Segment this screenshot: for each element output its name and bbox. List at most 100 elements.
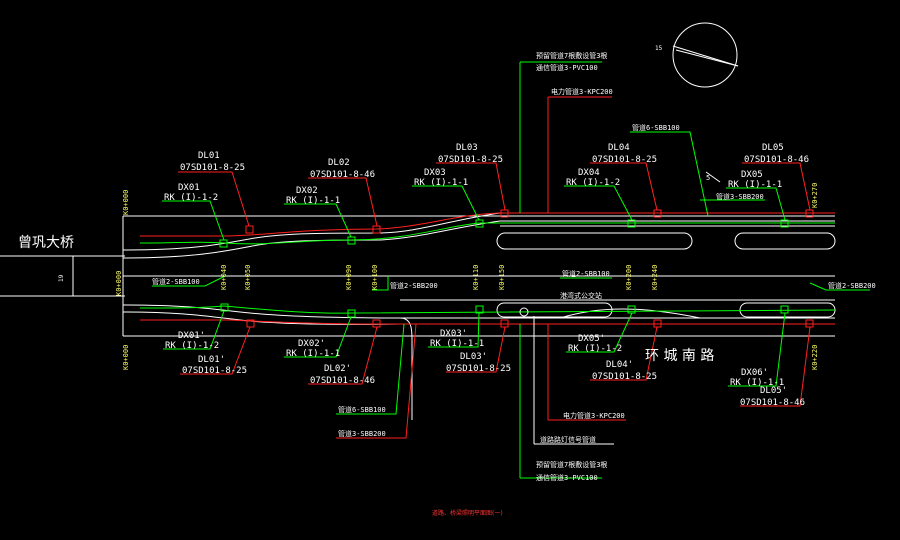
leader-dl02p [308, 326, 378, 385]
lamp-dx01p[interactable] [220, 303, 229, 312]
leader-dx01 [162, 200, 225, 241]
station-mid-9: K0+240 [651, 265, 659, 290]
bus-stop-label: 港湾式公交站 [560, 291, 602, 300]
leader-dx02 [284, 203, 352, 238]
label-dl02p-spec: 07SD101-8-46 [310, 376, 375, 386]
leader-dx05p [566, 312, 633, 353]
label-dl01p-spec: 07SD101-8-25 [182, 366, 247, 376]
sbb100-bottom: 管道6-SBB100 [338, 405, 386, 414]
label-dx03-name: DX03 [424, 168, 446, 178]
pipe-bot-a: 预留管道7根敷设管3根 [536, 460, 607, 469]
leader-dl01 [178, 171, 250, 227]
sbb200-right: 管道2-SBB200 [828, 281, 876, 290]
pipe-top-b: 通信管道3-PVC100 [536, 63, 598, 72]
median-island-1 [496, 232, 693, 250]
lamp-dx02p[interactable] [347, 309, 356, 318]
pipe-lower [139, 305, 836, 314]
label-dx02-name: DX02 [296, 186, 318, 196]
label-dx05-name: DX05 [741, 170, 763, 180]
label-dl05-name: DL05 [762, 143, 784, 153]
arrow-label: 5 [706, 174, 710, 182]
leader-dx05 [726, 187, 786, 221]
label-dl02-name: DL02 [328, 158, 350, 168]
lamp-dx02[interactable] [347, 236, 356, 245]
lamp-dl04p[interactable] [653, 319, 662, 328]
signal-pole[interactable] [519, 307, 529, 317]
sbb200-bottom: 管道3-SBB200 [338, 429, 386, 438]
compass-needle-2 [675, 49, 739, 67]
leader-dl03 [436, 162, 506, 211]
label-dl03-spec: 07SD101-8-25 [438, 155, 503, 165]
drawing-title: 道路、桥梁照明平面图(一) [432, 509, 503, 517]
north-compass [672, 22, 738, 88]
leader-dl03p [446, 326, 506, 373]
label-dl01-spec: 07SD101-8-25 [180, 163, 245, 173]
label-dl04p-name: DL04' [606, 360, 633, 370]
label-dl05p-spec: 07SD101-8-46 [740, 398, 805, 408]
station-mid-1: K0+000 [115, 271, 123, 296]
lighting-cable-lines [140, 212, 835, 325]
lamp-dx03[interactable] [475, 219, 484, 228]
leader-sbb200-right [809, 282, 870, 291]
leader-sbb100-left [152, 275, 226, 287]
cable-upper-a [140, 212, 506, 237]
pipe-top-a: 预留管道7根敷设管3根 [536, 51, 607, 60]
label-dx02p-spec: RK (I)-1-1 [286, 349, 340, 359]
leader-sbb200-bottom [336, 323, 417, 439]
leader-lines [152, 61, 870, 479]
station-top-end: K0+270 [811, 183, 819, 208]
median-island-2 [734, 232, 836, 250]
label-dl03-name: DL03 [456, 143, 478, 153]
bus-stop-island [496, 302, 613, 318]
label-dx01p-spec: RK (I)-1-2 [165, 341, 219, 351]
lane-width-label: 19 [58, 274, 65, 282]
leader-dl05 [742, 162, 811, 211]
label-dl04-spec: 07SD101-8-25 [592, 155, 657, 165]
pipe-bot-b: 通信管道3-PVC100 [536, 473, 598, 482]
label-dl05-spec: 07SD101-8-46 [744, 155, 809, 165]
lamp-dl01p[interactable] [246, 319, 255, 328]
sbb200-mid: 管道2-SBB200 [390, 281, 438, 290]
leader-dx03 [412, 185, 480, 221]
label-dx03-spec: RK (I)-1-1 [414, 178, 468, 188]
sbb200-top: 管道3-SBB200 [716, 192, 764, 201]
station-mid-2: K0+040 [220, 265, 228, 290]
label-dx05-spec: RK (I)-1-1 [728, 180, 782, 190]
leader-dx02p [284, 316, 352, 358]
compass-needle [672, 45, 739, 67]
leader-dx01p [163, 310, 225, 350]
compass-label: 15 [655, 45, 663, 52]
road-lines [0, 22, 836, 420]
bridge-name: 曾巩大桥 [18, 235, 74, 251]
leader-dl02 [308, 177, 378, 227]
station-mid-3: K0+050 [244, 265, 252, 290]
pipe-lines [139, 222, 836, 314]
leader-dl05p [740, 326, 811, 407]
label-dx06p-spec: RK (I)-1-1 [730, 378, 784, 388]
station-bottom-end: K0+220 [811, 345, 819, 370]
label-dl04-name: DL04 [608, 143, 630, 153]
label-dx04-name: DX04 [578, 168, 600, 178]
upper-lane-curve-a [122, 212, 835, 251]
lamp-dl01[interactable] [245, 225, 254, 234]
lamp-dx03p[interactable] [475, 305, 484, 314]
lamp-dl04[interactable] [653, 209, 662, 218]
label-dx01-name: DX01 [178, 183, 200, 193]
label-dl05p-name: DL05' [760, 386, 787, 396]
leader-dx03p [428, 312, 480, 348]
label-dl02-spec: 07SD101-8-46 [310, 170, 375, 180]
label-dx04-spec: RK (I)-1-2 [566, 178, 620, 188]
label-dx03p-name: DX03' [440, 329, 467, 339]
label-dx05p-name: DX05' [578, 334, 605, 344]
label-dx05p-spec: RK (I)-1-2 [568, 344, 622, 354]
label-dx01p-name: DX01' [178, 331, 205, 341]
road-name: 环 城 南 路 [645, 348, 714, 364]
side-road-curve [399, 317, 413, 420]
label-dx01-spec: RK (I)-1-2 [164, 193, 218, 203]
lower-lane-curve-a [122, 304, 835, 319]
station-bottom-start: K0+000 [122, 345, 130, 370]
label-dx06p-name: DX06' [741, 368, 768, 378]
label-dl03p-spec: 07SD101-8-25 [446, 364, 511, 374]
